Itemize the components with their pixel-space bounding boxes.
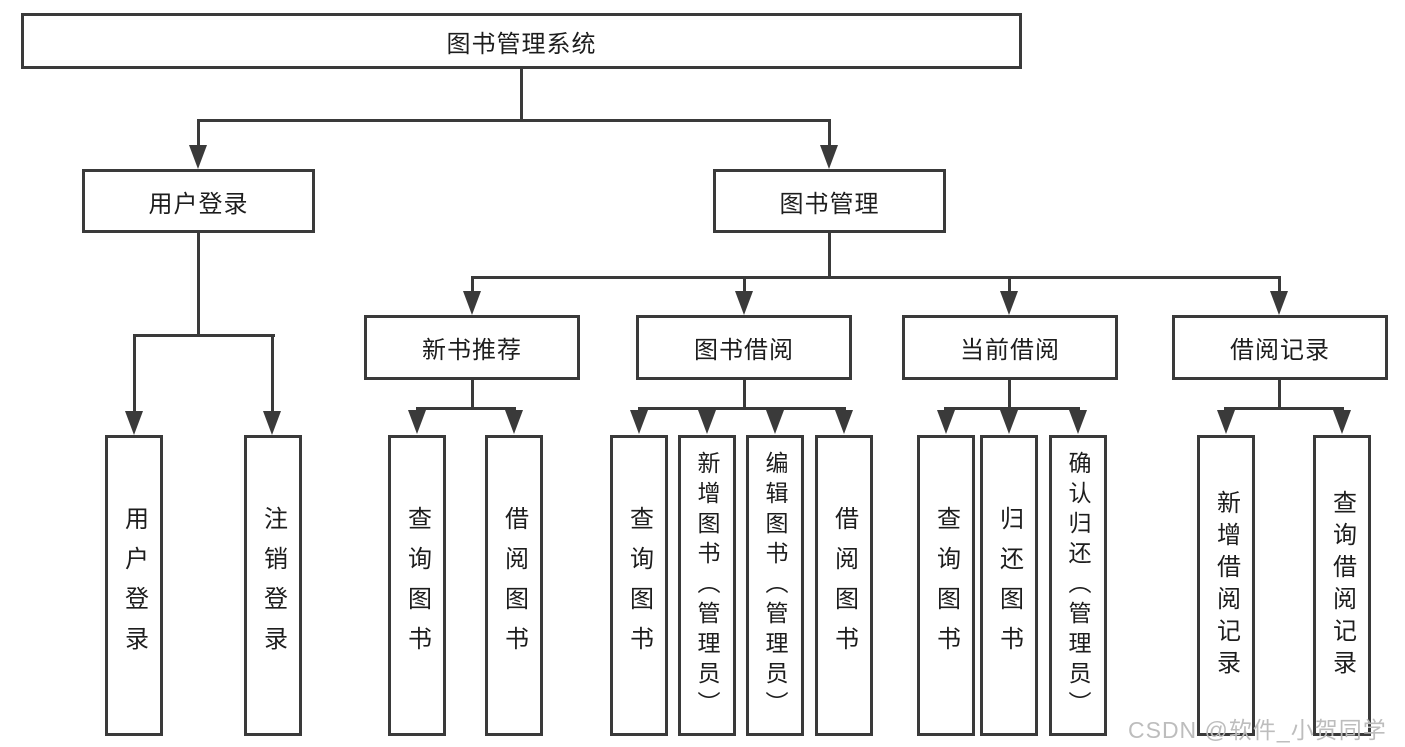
connector-new-book-recommend-down	[471, 380, 474, 410]
leaf-query-borrow-record-label: 查询借阅记录	[1328, 489, 1356, 682]
arrow-to-book-management	[820, 145, 838, 169]
arrow-to-leaf-query-books-borrowing	[630, 410, 648, 434]
leaf-query-borrow-record: 查询借阅记录	[1313, 435, 1371, 736]
node-book-borrowing: 图书借阅	[636, 315, 852, 380]
connector-stem-book-borrowing	[743, 276, 746, 293]
connector-stem-leaf-user-login	[133, 334, 136, 414]
arrow-to-new-book-recommend	[463, 291, 481, 315]
connector-book-borrowing-rail	[638, 407, 846, 410]
arrow-to-leaf-borrow-books	[835, 410, 853, 434]
leaf-add-book-admin-label: 新增图书（管理员）	[694, 450, 720, 721]
arrow-to-leaf-return-book	[1000, 410, 1018, 434]
node-book-management: 图书管理	[713, 169, 946, 233]
node-root-system: 图书管理系统	[21, 13, 1022, 69]
arrow-to-leaf-confirm-return-admin	[1069, 410, 1087, 434]
connector-stem-book-management	[828, 119, 831, 147]
connector-stem-new-book-recommend	[471, 276, 474, 293]
connector-book-management-down	[828, 233, 831, 278]
arrow-to-leaf-user-login	[125, 411, 143, 435]
connector-borrowing-records-down	[1278, 380, 1281, 410]
leaf-query-books-recommend-label: 查询图书	[403, 505, 431, 666]
arrow-to-leaf-query-books-current	[937, 410, 955, 434]
leaf-user-login-label: 用户登录	[120, 505, 148, 666]
connector-user-login-rail	[133, 334, 275, 337]
arrow-to-user-login	[189, 145, 207, 169]
connector-root-stem	[520, 68, 523, 121]
leaf-query-books-borrowing: 查询图书	[610, 435, 668, 736]
leaf-logout: 注销登录	[244, 435, 302, 736]
connector-stem-current-borrowing	[1008, 276, 1011, 293]
node-borrowing-records: 借阅记录	[1172, 315, 1388, 380]
connector-user-login-down	[197, 233, 200, 336]
leaf-query-books-current: 查询图书	[917, 435, 975, 736]
arrow-to-leaf-add-book-admin	[698, 410, 716, 434]
leaf-borrow-books-recommend-label: 借阅图书	[500, 505, 528, 666]
arrow-to-leaf-edit-book-admin	[766, 410, 784, 434]
leaf-add-borrow-record: 新增借阅记录	[1197, 435, 1255, 736]
leaf-logout-label: 注销登录	[259, 505, 287, 666]
watermark-text: CSDN @软件_小贺同学	[1128, 717, 1387, 743]
arrow-to-leaf-logout	[263, 411, 281, 435]
node-user-login: 用户登录	[82, 169, 315, 233]
connector-current-borrowing-down	[1008, 380, 1011, 410]
leaf-return-book: 归还图书	[980, 435, 1038, 736]
leaf-borrow-books-label: 借阅图书	[830, 505, 858, 666]
arrow-to-current-borrowing	[1000, 291, 1018, 315]
leaf-borrow-books-recommend: 借阅图书	[485, 435, 543, 736]
connector-borrowing-records-rail	[1224, 407, 1344, 410]
leaf-query-books-borrowing-label: 查询图书	[625, 505, 653, 666]
leaf-add-book-admin: 新增图书（管理员）	[678, 435, 736, 736]
leaf-confirm-return-admin-label: 确认归还（管理员）	[1065, 450, 1091, 721]
leaf-query-books-current-label: 查询图书	[932, 505, 960, 666]
connector-level2-rail	[197, 119, 831, 122]
leaf-edit-book-admin-label: 编辑图书（管理员）	[762, 450, 788, 721]
connector-level3-rail	[471, 276, 1281, 279]
leaf-query-books-recommend: 查询图书	[388, 435, 446, 736]
leaf-user-login: 用户登录	[105, 435, 163, 736]
leaf-confirm-return-admin: 确认归还（管理员）	[1049, 435, 1107, 736]
connector-stem-user-login	[197, 119, 200, 147]
node-new-book-recommend: 新书推荐	[364, 315, 580, 380]
arrow-to-leaf-query-borrow-record	[1333, 410, 1351, 434]
arrow-to-leaf-add-borrow-record	[1217, 410, 1235, 434]
connector-book-borrowing-down	[743, 380, 746, 410]
arrow-to-leaf-query-books-recommend	[408, 410, 426, 434]
leaf-add-borrow-record-label: 新增借阅记录	[1212, 489, 1240, 682]
arrow-to-leaf-borrow-books-recommend	[505, 410, 523, 434]
leaf-return-book-label: 归还图书	[995, 505, 1023, 666]
connector-current-borrowing-rail	[944, 407, 1080, 410]
arrow-to-borrowing-records	[1270, 291, 1288, 315]
arrow-to-book-borrowing	[735, 291, 753, 315]
leaf-edit-book-admin: 编辑图书（管理员）	[746, 435, 804, 736]
node-current-borrowing: 当前借阅	[902, 315, 1118, 380]
connector-stem-leaf-logout	[271, 334, 274, 414]
connector-stem-borrowing-records	[1278, 276, 1281, 293]
connector-new-book-recommend-rail	[416, 407, 516, 410]
leaf-borrow-books: 借阅图书	[815, 435, 873, 736]
